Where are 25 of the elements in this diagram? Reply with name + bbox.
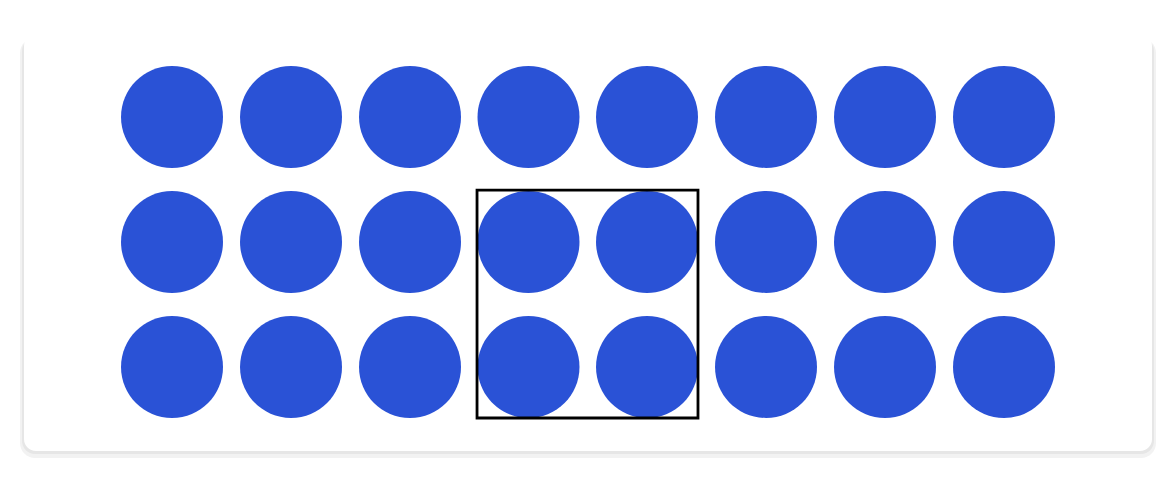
circle-shape — [596, 316, 698, 418]
circle-shape — [477, 66, 580, 168]
circle-shape — [477, 316, 580, 418]
circle-shape — [953, 316, 1055, 418]
circle-shape — [240, 191, 342, 293]
circle-shape — [953, 66, 1055, 168]
circle-shape — [121, 191, 223, 293]
circle-shape — [240, 66, 342, 168]
circle-shape — [834, 316, 936, 418]
circle-shape — [715, 316, 817, 418]
circle-shape — [834, 66, 936, 168]
circle-shape — [359, 66, 461, 168]
circle-shape — [240, 316, 342, 418]
circle-shape — [953, 191, 1055, 293]
circle-shape — [477, 191, 580, 293]
circle-shape — [121, 316, 223, 418]
circle-shape — [359, 191, 461, 293]
circle-shape — [715, 66, 817, 168]
circle-shape — [715, 191, 817, 293]
circle-shape — [359, 316, 461, 418]
highlight-frame — [475, 188, 700, 420]
circle-shape — [121, 66, 223, 168]
circle-shape — [834, 191, 936, 293]
circle-shape — [596, 66, 698, 168]
circle-shape — [596, 191, 698, 293]
